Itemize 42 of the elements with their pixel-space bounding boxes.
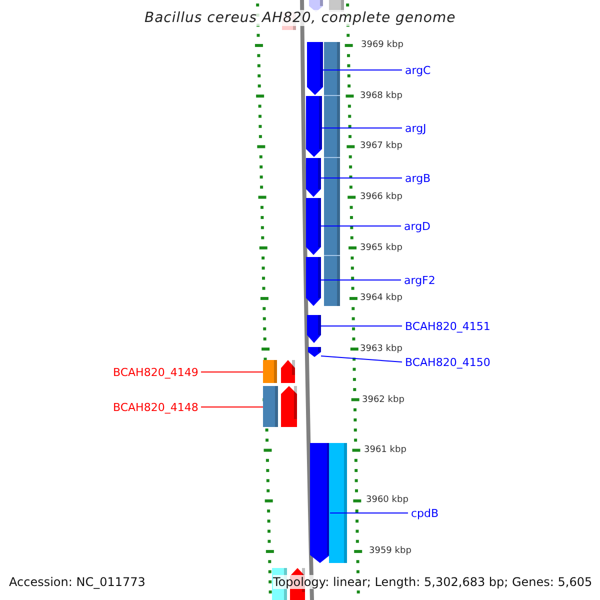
gene-block bbox=[306, 257, 321, 306]
topology-text: Topology: linear; Length: 5,302,683 bp; Genes: 5,605 bbox=[273, 575, 592, 589]
scale-label: 3963 kbp bbox=[360, 344, 402, 355]
gene-label: argC bbox=[405, 64, 431, 76]
gene-label: BCAH820_4149 bbox=[113, 366, 198, 378]
gene-label: argF2 bbox=[404, 274, 436, 286]
gene-block bbox=[309, 0, 323, 12]
leader-line bbox=[330, 512, 408, 514]
gene-label: cpdB bbox=[411, 506, 439, 520]
scale-label: 3962 kbp bbox=[362, 395, 404, 406]
gene-block bbox=[306, 96, 322, 157]
gene-block bbox=[307, 42, 323, 95]
gene-label: argJ bbox=[405, 122, 426, 134]
scale-label: 3961 kbp bbox=[364, 445, 406, 456]
scale-label: 3968 kbp bbox=[360, 91, 402, 102]
gene-block bbox=[306, 158, 321, 197]
genome-title: Bacillus cereus AH820, complete genome bbox=[144, 10, 456, 26]
gene-block bbox=[263, 360, 277, 383]
scale-label: 3959 kbp bbox=[369, 546, 412, 557]
gene-block bbox=[329, 443, 347, 563]
gene-block bbox=[281, 386, 297, 427]
gene-block bbox=[324, 42, 340, 306]
scale-label: 3967 kbp bbox=[360, 141, 402, 152]
leader-line bbox=[200, 406, 264, 408]
gene-block bbox=[263, 386, 278, 427]
gene-label: BCAH820_4148 bbox=[113, 400, 198, 414]
gene-label: argD bbox=[404, 220, 431, 232]
gene-block bbox=[281, 360, 295, 383]
gene-label: argB bbox=[405, 172, 431, 184]
scale-label: 3960 kbp bbox=[366, 495, 408, 506]
gene-block bbox=[307, 315, 321, 343]
scale-label: 3966 kbp bbox=[360, 192, 402, 203]
leader-line bbox=[320, 356, 402, 362]
gene-block bbox=[308, 347, 321, 357]
scale-label: 3964 kbp bbox=[360, 293, 402, 304]
accession-text: Accession: NC_011773 bbox=[9, 575, 146, 589]
scale-label: 3969 kbp bbox=[361, 40, 404, 51]
gene-label: BCAH820_4151 bbox=[405, 320, 490, 332]
gene-label: BCAH820_4150 bbox=[405, 356, 490, 368]
gene-block bbox=[306, 198, 321, 255]
gene-block bbox=[310, 443, 330, 563]
scale-label: 3965 kbp bbox=[360, 243, 402, 254]
